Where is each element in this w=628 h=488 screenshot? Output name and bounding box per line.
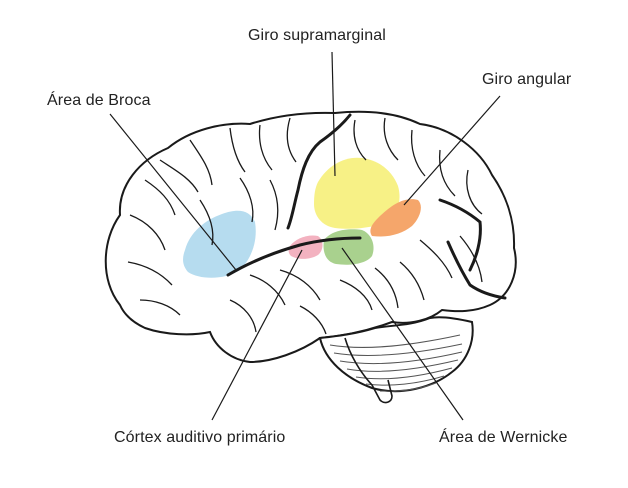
label-area-wernicke: Área de Wernicke	[439, 429, 568, 446]
major-fissures	[226, 113, 507, 300]
label-giro-supramarginal: Giro supramarginal	[248, 27, 386, 44]
label-giro-angular: Giro angular	[482, 71, 572, 88]
label-cortex-auditivo: Córtex auditivo primário	[114, 429, 286, 446]
angular-region	[370, 199, 421, 237]
label-area-broca: Área de Broca	[47, 92, 151, 109]
brain-stem	[344, 337, 393, 404]
leader-angular	[403, 95, 501, 206]
leader-lines	[109, 51, 501, 421]
leader-broca	[109, 113, 237, 271]
cerebellum	[318, 316, 474, 393]
leader-wernicke	[341, 247, 464, 421]
leader-supramarginal	[331, 51, 336, 177]
wernicke-region	[323, 229, 374, 265]
leader-auditivo	[211, 249, 303, 421]
